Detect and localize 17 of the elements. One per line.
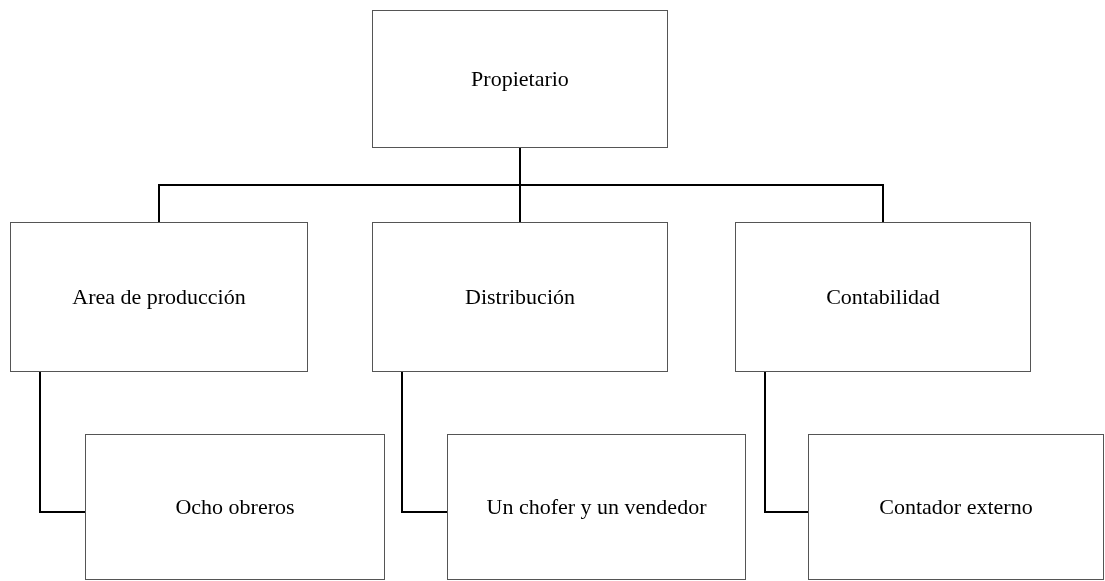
- org-box: [372, 10, 668, 148]
- org-box: [808, 434, 1104, 580]
- org-box: [447, 434, 746, 580]
- box-label: Area de producción: [72, 284, 246, 310]
- connector-line: [764, 371, 809, 513]
- box-label: Ocho obreros: [175, 494, 295, 520]
- box-label: Un chofer y un vendedor: [486, 494, 707, 520]
- box-label: Contabilidad: [826, 284, 940, 310]
- box-label: Contador externo: [879, 494, 1033, 520]
- box-label: Propietario: [471, 66, 569, 92]
- org-box: [10, 222, 308, 372]
- org-box: [735, 222, 1031, 372]
- box-label: Distribución: [465, 284, 575, 310]
- connector-line: [401, 371, 448, 513]
- org-box: [372, 222, 668, 372]
- connector-line: [39, 371, 86, 513]
- org-box: [85, 434, 385, 580]
